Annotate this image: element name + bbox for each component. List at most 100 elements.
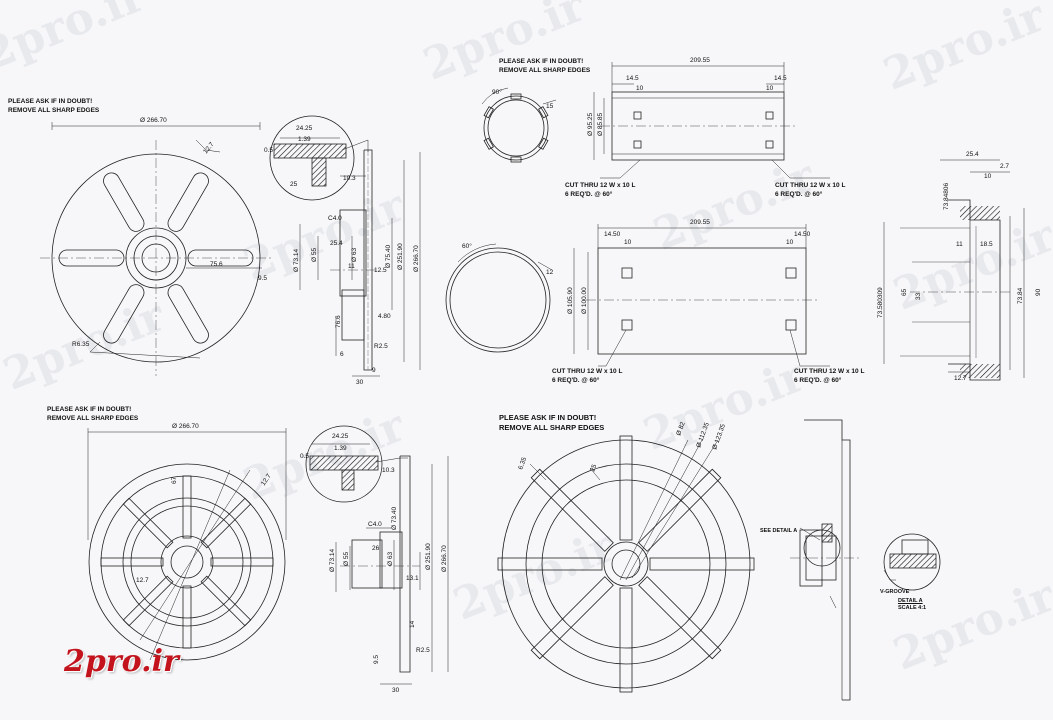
dim-label: 1.39 [334, 445, 347, 452]
dim-label: 14 [409, 620, 416, 628]
dim-label: Ø 82 [675, 421, 687, 437]
dim-label: 14.5 [774, 75, 787, 82]
dim-label: 25 [290, 181, 298, 188]
wheel-front-view-large [497, 435, 755, 693]
dim-label: Ø 112.35 [695, 421, 711, 448]
dim-label: 6.35 [517, 456, 528, 471]
dim-label: Ø 105.90 [567, 287, 574, 314]
dim-label: 76.6 [335, 315, 342, 328]
dim-label: 14.5 [626, 75, 639, 82]
hub-section-view [883, 159, 1025, 381]
dim-label: 33 [915, 292, 922, 300]
dim-label: 25 [589, 463, 598, 473]
dim-label: 73.580309 [877, 287, 884, 318]
dim-label: 4.80 [378, 313, 391, 320]
dim-label: Ø 73.14 [293, 248, 300, 272]
dim-label: Ø 63 [387, 552, 394, 566]
dim-label: 24.25 [332, 433, 349, 440]
dim-label: Ø 251.90 [397, 243, 404, 270]
dim-label: R2.5 [416, 647, 430, 654]
dim-label: 209.55 [690, 219, 710, 226]
dim-label: Ø 75.40 [385, 244, 392, 268]
dim-label: 25.4 [330, 240, 343, 247]
general-note: PLEASE ASK IF IN DOUBT!REMOVE ALL SHARP … [499, 413, 605, 432]
dim-label: 90 [1035, 288, 1042, 296]
dim-label: 12.7 [954, 375, 967, 382]
ring-end-view-large [445, 243, 553, 353]
dim-label: Ø 63 [351, 248, 358, 262]
dim-label: Ø 95.25 [587, 112, 594, 136]
dim-label: 30 [356, 379, 364, 386]
general-note: PLEASE ASK IF IN DOUBT!REMOVE ALL SHARP … [47, 406, 139, 422]
tube-side-view-large [573, 224, 830, 367]
disc-front-view-top [40, 122, 272, 376]
general-note: PLEASE ASK IF IN DOUBT!REMOVE ALL SHARP … [8, 98, 100, 114]
ring-end-view-small [481, 87, 557, 163]
dim-label: 11 [956, 241, 963, 248]
tube-side-view-small [593, 62, 830, 179]
dim-label: 67 [171, 476, 178, 484]
dim-label: 73.84 [1017, 287, 1024, 304]
dim-label: Ø 266.70 [140, 117, 167, 124]
dim-label: 11 [348, 263, 355, 270]
dim-label: Ø 266.70 [441, 545, 448, 572]
dim-label: Ø 251.90 [425, 543, 432, 570]
see-detail-label: SEE DETAIL A [760, 528, 798, 534]
dim-label: 0.5 [264, 147, 273, 154]
dim-label: Ø 123.35 [711, 423, 727, 451]
dim-label: C4.0 [328, 215, 342, 222]
dim-label: 18.5 [980, 241, 993, 248]
dim-label: 30 [392, 687, 400, 694]
dim-label: 13.1 [406, 575, 419, 582]
dim-label: 9 [372, 367, 376, 374]
dim-label: 24.25 [296, 125, 313, 132]
dim-label: 73.84806 [943, 183, 950, 210]
dim-label: 2.7 [1000, 163, 1009, 170]
dim-label: 90° [492, 88, 502, 96]
dim-label: 10 [636, 85, 644, 92]
dim-label: 9.5 [258, 275, 267, 282]
detail-title: DETAIL A SCALE 4:1 [898, 598, 927, 611]
dim-label: Ø 100.00 [581, 287, 588, 314]
dim-label: Ø 73.40 [391, 506, 398, 530]
dim-label: Ø 55 [311, 248, 318, 262]
wheel-front-view-bottom [87, 428, 287, 661]
dim-label: Ø 85.85 [597, 112, 604, 136]
dim-label: 26 [372, 545, 380, 552]
dim-label: R6.35 [72, 341, 90, 348]
dim-label: 10 [984, 173, 992, 180]
dim-label: 60° [462, 242, 472, 250]
dim-label: 1.39 [298, 136, 311, 143]
dim-label: Ø 266.70 [172, 423, 199, 430]
dim-label: 10 [624, 239, 632, 246]
dim-label: Ø 55 [343, 552, 350, 566]
dim-label: 12.7 [260, 472, 273, 487]
dim-label: 15 [546, 103, 554, 110]
dim-label: 12.5 [374, 267, 387, 274]
dim-label: 0.5 [300, 453, 309, 460]
dim-label: C4.0 [368, 521, 382, 528]
dim-label: 12.7 [136, 577, 149, 584]
dim-label: Ø 73.14 [329, 548, 336, 572]
wheel-section-view-bottom [305, 425, 449, 685]
dim-label: Ø 266.70 [413, 245, 420, 272]
dim-label: 10.3 [343, 175, 356, 182]
groove-label: V-GROOVE [880, 589, 910, 595]
dim-label: 209.55 [690, 57, 710, 64]
dim-label: 65 [901, 288, 908, 296]
dim-label: 10 [786, 239, 794, 246]
brand-logo[interactable]: 2pro.ir [64, 644, 179, 679]
dim-label: 12.7 [202, 141, 216, 155]
dim-label: R2.5 [374, 343, 388, 350]
dimension-labels: Ø 266.70 12.7 75.6 9.5 R6.35 24.25 1.39 … [72, 57, 1042, 694]
detail-a-view [883, 533, 941, 591]
dim-label: 14.50 [604, 231, 621, 238]
dim-label: 10 [766, 85, 774, 92]
dim-label: 75.6 [210, 261, 223, 268]
dim-label: 25.4 [966, 151, 979, 158]
